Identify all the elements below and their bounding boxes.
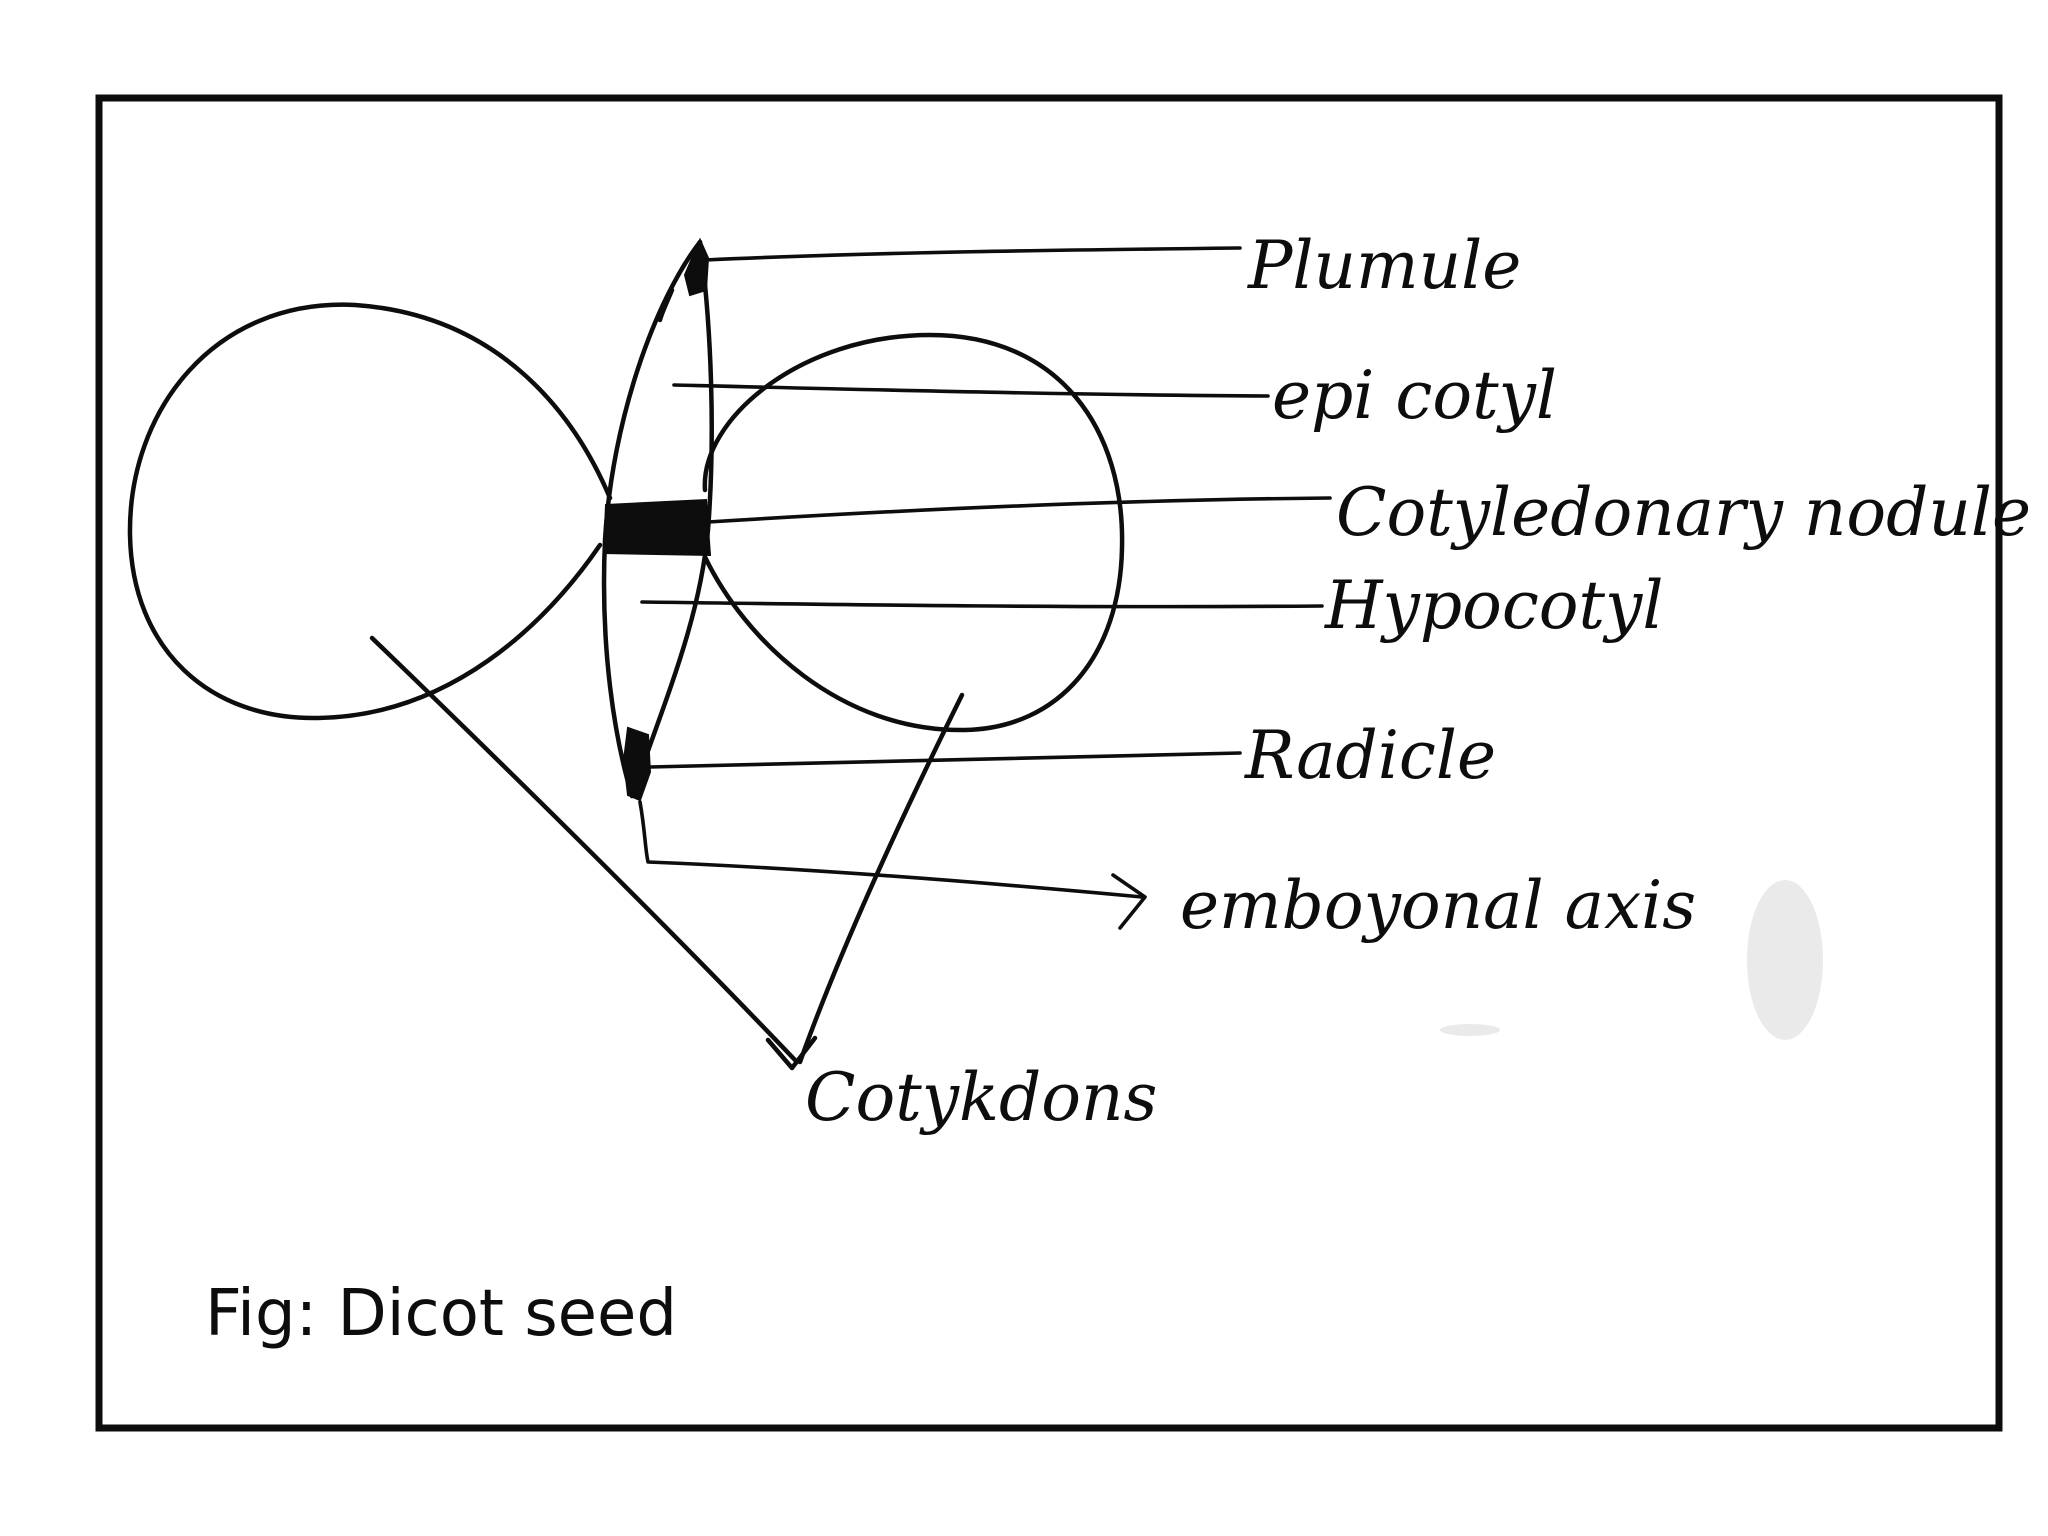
label-hypocotyl: Hypocotyl (1324, 567, 1663, 644)
cotyledonary-node-band (602, 498, 712, 557)
plumule-tip (683, 237, 710, 297)
radicle-pointer (648, 751, 1242, 769)
label-embryonal-axis: emboyonal axis (1180, 867, 1696, 944)
label-epicotyl: epi cotyl (1272, 357, 1557, 434)
paper-smudge (1747, 880, 1823, 1040)
right-cotyledon (702, 332, 1125, 733)
paper-smudge (1440, 1024, 1500, 1036)
radicle-tip (622, 726, 652, 802)
plumule-stroke (657, 287, 675, 323)
cotyledon-pointer-right (797, 692, 965, 1065)
embryonal-axis-pointer (638, 800, 1144, 899)
label-plumule: Plumule (1247, 227, 1521, 304)
label-radicle: Radicle (1244, 717, 1496, 794)
cotyledon-arrowhead (765, 1035, 818, 1071)
left-cotyledon (127, 302, 613, 721)
figure-caption: Fig: Dicot seed (205, 1277, 677, 1351)
figure-frame (95, 94, 2003, 1432)
label-cotyledonary-node: Cotyledonary nodule (1336, 474, 2031, 551)
hypocotyl-pointer (640, 600, 1324, 609)
cotyledonary-node-pointer (706, 496, 1332, 524)
embryonal-axis-arrowhead (1111, 873, 1147, 930)
label-cotyledons: Cotykdons (805, 1059, 1157, 1136)
plumule-pointer (703, 246, 1242, 262)
cotyledon-pointer-left (369, 635, 798, 1063)
epicotyl-pointer (672, 383, 1270, 398)
